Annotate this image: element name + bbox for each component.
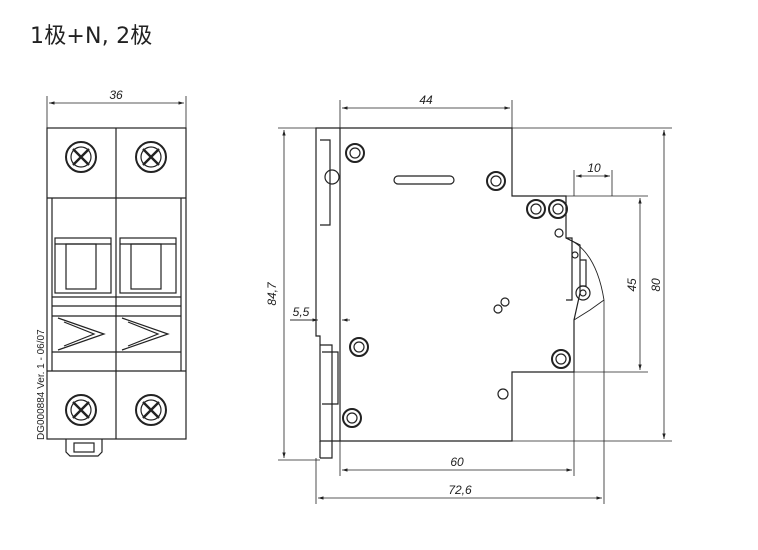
dim-5-5-label: 5,5 bbox=[293, 305, 310, 319]
dim-36-label: 36 bbox=[109, 88, 123, 102]
dim-80-label: 80 bbox=[649, 278, 663, 292]
side-dimensions bbox=[278, 100, 672, 504]
dim-72-6-label: 72,6 bbox=[448, 483, 472, 497]
dim-45-label: 45 bbox=[625, 278, 639, 292]
dim-10-label: 10 bbox=[587, 161, 601, 175]
dim-44-label: 44 bbox=[419, 93, 433, 107]
front-view bbox=[46, 127, 187, 457]
front-width-dimension bbox=[46, 96, 187, 128]
page-title: 1极+N, 2极 bbox=[30, 24, 153, 49]
dim-60-label: 60 bbox=[450, 455, 464, 469]
side-view bbox=[315, 127, 605, 459]
dim-84-7-label: 84,7 bbox=[265, 281, 279, 306]
doc-code: DG000884 Ver. 1 - 06/07 bbox=[36, 329, 47, 440]
